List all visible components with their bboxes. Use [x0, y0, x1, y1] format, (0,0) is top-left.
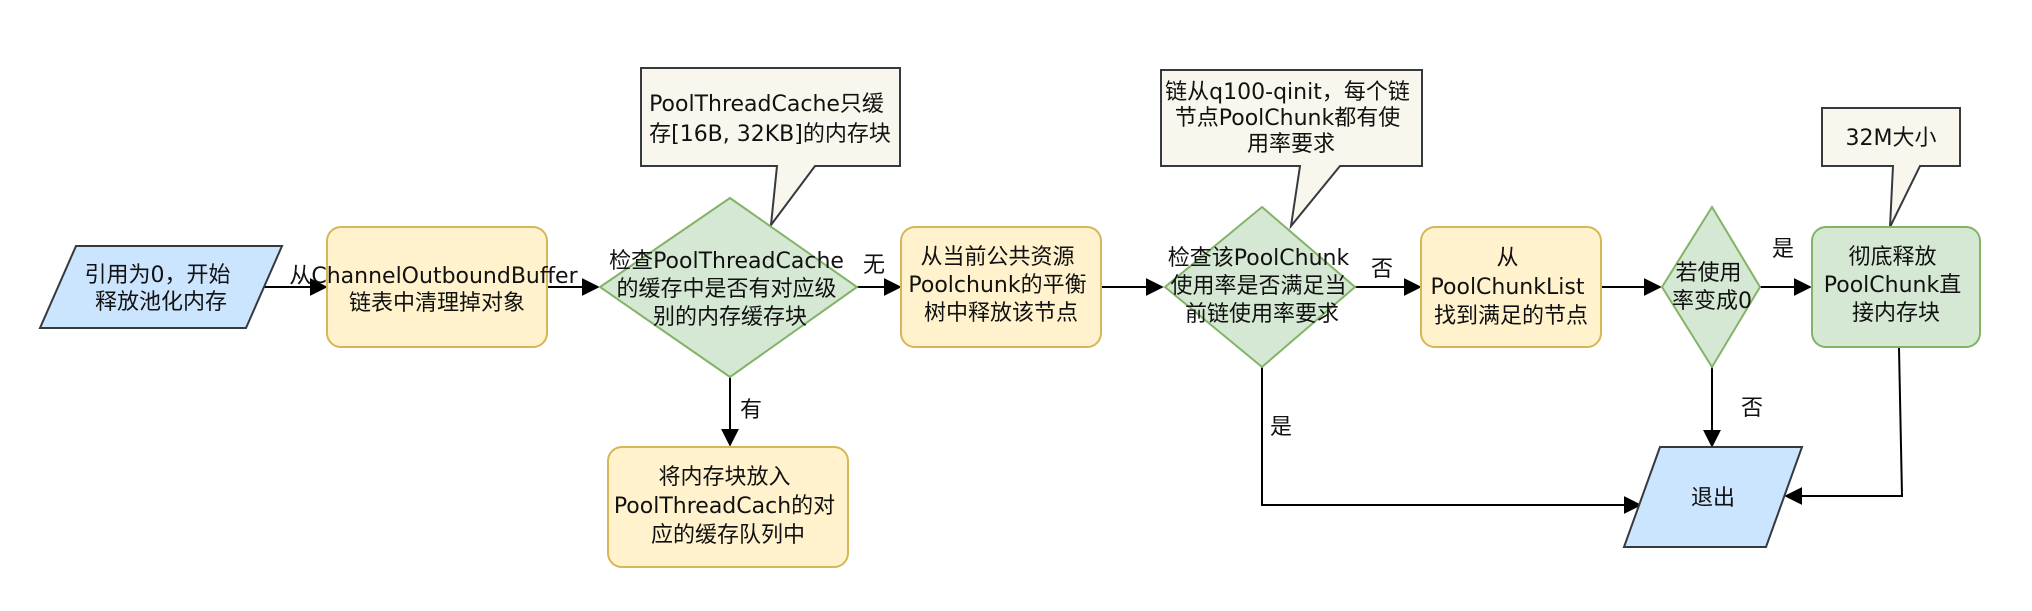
node-start-text: 引用为0，开始 释放池化内存: [85, 263, 238, 315]
node-exit: 退出: [1622, 446, 1804, 548]
node-release-chunk-shape: [1811, 226, 1981, 348]
edge-label-yes-2: 是: [1772, 237, 1794, 262]
edge-label-has: 有: [740, 398, 762, 423]
edge-label-yes-1: 是: [1270, 415, 1292, 440]
node-clean: 从ChannelOutboundBuffer 链表中清理掉对象: [289, 226, 584, 348]
node-put-cache-shape: [607, 446, 849, 568]
node-release-chunk: 彻底释放 PoolChunk直 接内存块: [1811, 226, 1981, 348]
node-find-node-text: 从 PoolChunkList 找到满足的节点: [1431, 246, 1592, 329]
note-chain-shape: [1160, 69, 1423, 230]
edge-release-chunk-to-exit: [1784, 347, 1904, 505]
node-release-tree: 从当前公共资源 Poolchunk的平衡 树中释放该节点: [900, 226, 1102, 348]
node-clean-text: 从ChannelOutboundBuffer 链表中清理掉对象: [289, 264, 584, 316]
edge-label-no-2: 否: [1741, 396, 1763, 421]
node-exit-shape: [1622, 446, 1804, 548]
edges: [258, 278, 1904, 514]
node-release-tree-shape: [900, 226, 1102, 348]
node-find-node: 从 PoolChunkList 找到满足的节点: [1420, 226, 1602, 348]
note-size: 32M大小: [1821, 107, 1961, 228]
node-check-usage-shape: [1163, 205, 1357, 369]
node-check-cache-text: 检查PoolThreadCache 的缓存中是否有对应级 别的内存缓存块: [609, 249, 851, 330]
edge-label-no-1: 否: [1371, 257, 1393, 282]
node-check-usage-text: 检查该PoolChunk 使用率是否满足当 前链使用率要求: [1168, 246, 1356, 327]
node-put-cache: 将内存块放入 PoolThreadCach的对 应的缓存队列中: [607, 446, 849, 568]
node-find-node-shape: [1420, 226, 1602, 348]
node-release-tree-text: 从当前公共资源 Poolchunk的平衡 树中释放该节点: [908, 245, 1093, 326]
edge-label-none: 无: [863, 253, 885, 278]
node-start: 引用为0，开始 释放池化内存: [38, 245, 284, 329]
node-release-chunk-text: 彻底释放 PoolChunk直 接内存块: [1824, 245, 1968, 326]
node-start-shape: [38, 245, 284, 329]
note-cache-shape: [640, 67, 901, 229]
node-usage-zero: 若使用 率变成0: [1660, 205, 1762, 369]
edge-labels: 无 有 否 是 是 否: [740, 237, 1794, 440]
note-cache-text: PoolThreadCache只缓 存[16B, 32KB]的内存块: [649, 92, 891, 147]
node-usage-zero-text: 若使用 率变成0: [1672, 261, 1752, 314]
note-chain: 链从q100-qinit，每个链 节点PoolChunk都有使 用率要求: [1160, 69, 1423, 230]
node-check-cache-shape: [598, 196, 859, 379]
edge-check-usage-to-exit: [1261, 367, 1642, 514]
node-check-usage: 检查该PoolChunk 使用率是否满足当 前链使用率要求: [1163, 205, 1357, 369]
note-size-shape: [1821, 107, 1961, 228]
note-cache: PoolThreadCache只缓 存[16B, 32KB]的内存块: [640, 67, 901, 229]
node-usage-zero-shape: [1660, 205, 1762, 369]
node-put-cache-text: 将内存块放入 PoolThreadCach的对 应的缓存队列中: [614, 465, 842, 548]
node-exit-text: 退出: [1691, 486, 1735, 511]
node-clean-shape: [326, 226, 548, 348]
node-check-cache: 检查PoolThreadCache 的缓存中是否有对应级 别的内存缓存块: [598, 196, 859, 379]
note-chain-text: 链从q100-qinit，每个链 节点PoolChunk都有使 用率要求: [1165, 80, 1417, 157]
note-size-text: 32M大小: [1846, 126, 1937, 151]
